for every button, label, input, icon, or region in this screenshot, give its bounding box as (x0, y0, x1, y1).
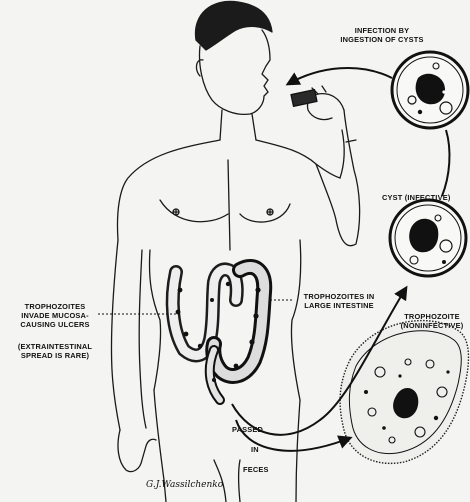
cyst-infective-illustration (390, 200, 466, 276)
label-line: INGESTION OF CYSTS (322, 35, 442, 44)
artist-signature: G.J.Wassilchenko (146, 480, 223, 490)
label-passed: PASSED (232, 425, 263, 434)
label-line: TROPHOZOITES IN (290, 292, 388, 301)
large-intestine (173, 267, 264, 400)
label-line: CAUSING ULCERS (6, 320, 104, 329)
label-line: FECES (243, 465, 269, 474)
label-line: TROPHOZOITE (392, 312, 470, 321)
label-line: SPREAD IS RARE) (6, 351, 104, 360)
label-trophozoites-large-intestine: TROPHOZOITES IN LARGE INTESTINE (290, 292, 388, 310)
label-line: IN (251, 445, 259, 454)
label-extraintestinal-spread: (EXTRAINTESTINAL SPREAD IS RARE) (6, 342, 104, 360)
label-line: (NONINFECTIVE) (392, 321, 470, 330)
label-line: INVADE MUCOSA- (6, 311, 104, 320)
label-feces: FECES (243, 465, 269, 474)
signature-text: G.J.Wassilchenko (146, 480, 223, 490)
label-line: CYST (INFECTIVE) (382, 193, 451, 202)
label-trophozoites-invade-mucosa: TROPHOZOITES INVADE MUCOSA- CAUSING ULCE… (6, 302, 104, 329)
trophozoite-illustration (340, 321, 468, 464)
label-trophozoite-noninfective: TROPHOZOITE (NONINFECTIVE) (392, 312, 470, 330)
label-line: (EXTRAINTESTINAL (6, 342, 104, 351)
label-line: TROPHOZOITES (6, 302, 104, 311)
cyst-ingestion-illustration (392, 52, 468, 128)
label-in: IN (251, 445, 259, 454)
label-line: PASSED (232, 425, 263, 434)
label-line: LARGE INTESTINE (290, 301, 388, 310)
label-line: INFECTION BY (322, 26, 442, 35)
label-cyst-infective: CYST (INFECTIVE) (382, 193, 451, 202)
label-infection-by-ingestion: INFECTION BY INGESTION OF CYSTS (322, 26, 442, 44)
